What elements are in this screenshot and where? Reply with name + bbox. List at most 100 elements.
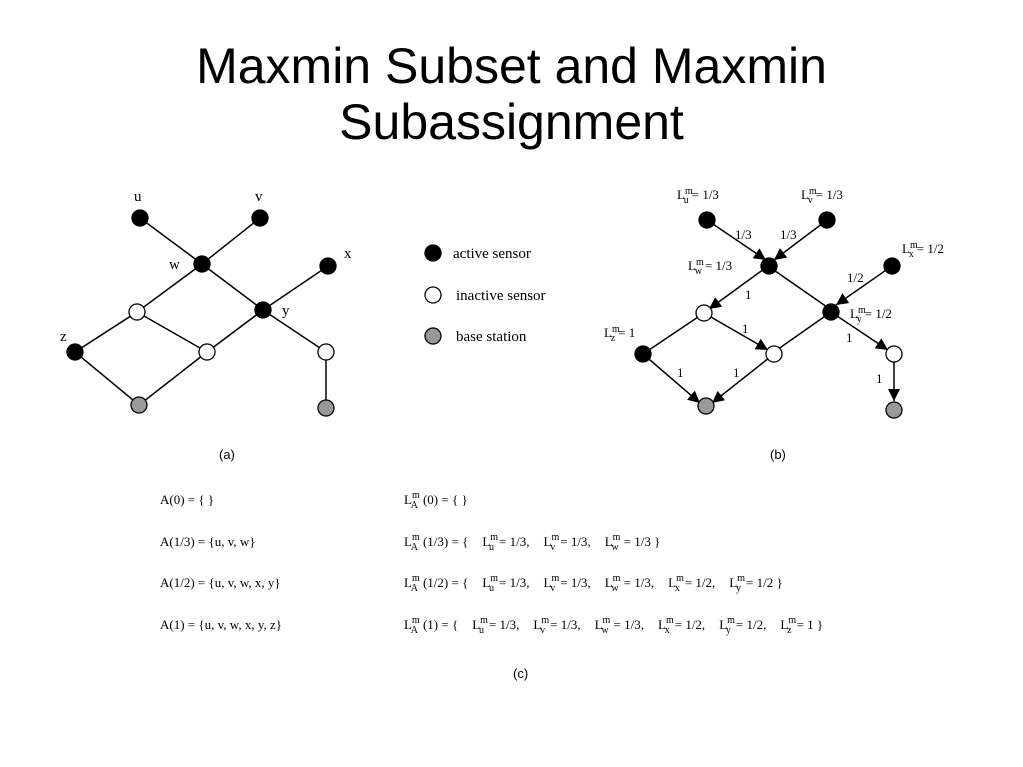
edge-b-y-m3 [830,311,889,351]
edge-a-z-b1 [74,351,140,406]
node-a-m3 [317,343,335,361]
edge-a-y-m2 [206,309,264,353]
edge-b-y-m2 [773,311,832,353]
edge-a-w-y [201,263,264,311]
edge-label-b-m2-b1: 1 [733,365,740,380]
legend-inactive-label: inactive sensor [456,288,546,304]
label-a-y: y [282,303,290,319]
edge-b-w-y [767,265,828,308]
node-b-m2 [765,345,783,363]
edge-a-v-w [201,217,261,265]
legend: active sensor inactive sensor base stati… [424,244,546,345]
node-b-w [760,257,778,275]
edge-label-b-x-y: 1/2 [847,270,864,285]
edge-label-b-w-m1: 1 [745,287,752,302]
edge-b-z-b1 [642,353,701,404]
node-b-m1 [695,304,713,322]
slide-title-line-1: Maxmin Subset and Maxmin [196,38,827,94]
label-a-z: z [60,329,67,345]
node-b-b1 [697,397,715,415]
node-b-y [822,303,840,321]
label-a-w: w [169,257,180,273]
node-a-m2 [198,343,216,361]
node-b-x [883,257,901,275]
edge-label-b-w-m2: 1 [742,321,749,336]
edge-label-b-y-m3: 1 [846,330,853,345]
table-c: A(0) = { } A(1/3) = {u, v, w} A(1/2) = {… [160,490,823,681]
label-a-x: x [344,246,352,262]
table-row-2-left: A(1/2) = {u, v, w, x, y} [160,575,281,590]
node-a-v [251,209,269,227]
node-a-b2 [317,399,335,417]
caption-a: (a) [219,447,235,462]
node-a-u [131,209,149,227]
edge-a-u-w [139,217,203,265]
caption-b: (b) [770,447,786,462]
node-b-b2 [885,401,903,419]
node-b-u [698,211,716,229]
edge-b-v-w [773,219,828,261]
edge-b-m2-b1 [711,353,775,404]
table-row-0-left: A(0) = { } [160,492,214,507]
label-a-u: u [134,189,142,205]
edge-label-b-v-w: 1/3 [780,227,797,242]
node-a-x [319,257,337,275]
caption-c: (c) [513,666,528,681]
node-b-z [634,345,652,363]
edge-a-m2-b1 [138,351,208,406]
legend-inactive-swatch [424,286,442,304]
edge-a-x-y [262,265,329,311]
edge-a-y-m3 [262,309,327,353]
legend-base-label: base station [456,329,527,345]
graph-a-edges [74,217,329,408]
node-a-z [66,343,84,361]
label-a-v: v [255,189,263,205]
edge-b-w-m1 [708,265,769,310]
graph-a: u v w x y z (a) [60,189,352,462]
table-row-1-left: A(1/3) = {u, v, w} [160,534,256,549]
node-a-y [254,301,272,319]
edge-a-m1-z [74,311,138,353]
legend-active-label: active sensor [453,246,531,262]
node-b-m3 [885,345,903,363]
edge-label-b-u-w: 1/3 [735,227,752,242]
node-b-v [818,211,836,229]
legend-active-swatch [424,244,442,262]
graph-b-edges [642,219,900,404]
table-row-3-left: A(1) = {u, v, w, x, y, z} [160,617,282,632]
edge-label-b-m3-b2: 1 [876,371,883,386]
slide-title-line-2: Subassignment [339,94,684,150]
node-a-m1 [128,303,146,321]
edge-b-u-w [706,219,767,261]
edge-b-z-m1 [642,312,705,355]
edge-b-m1-m2 [703,312,769,351]
node-a-b1 [130,396,148,414]
node-a-w [193,255,211,273]
